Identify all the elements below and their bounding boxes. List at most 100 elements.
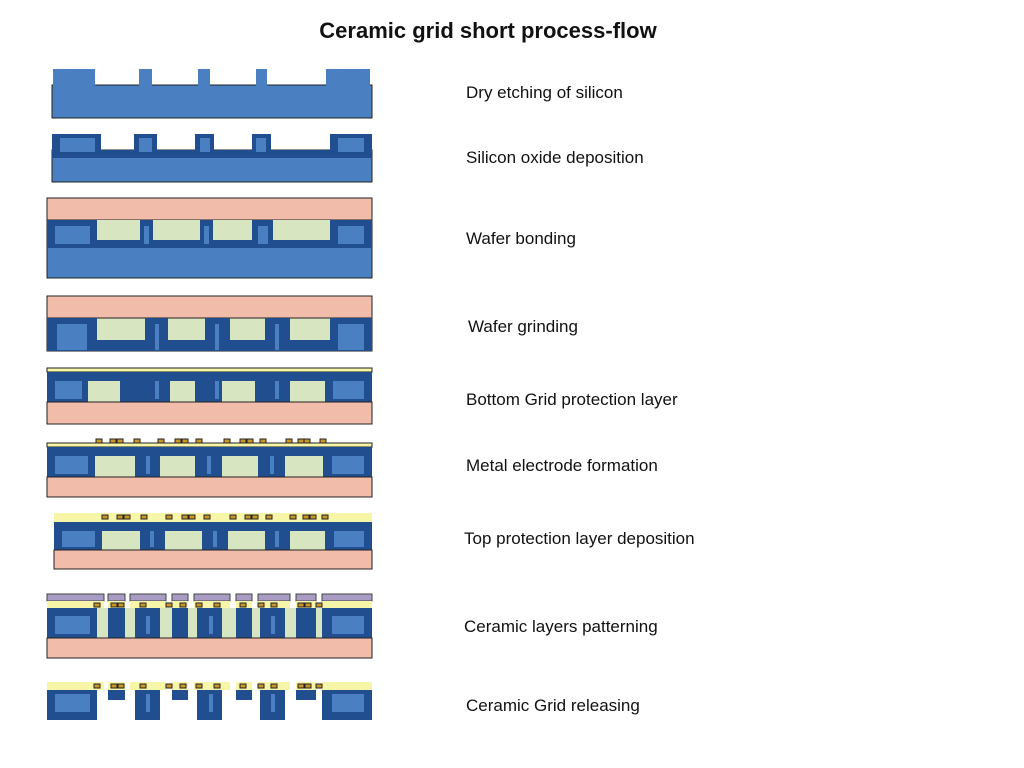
metal-electrode bbox=[179, 683, 187, 689]
silicon-core bbox=[271, 694, 275, 712]
metal-electrode bbox=[213, 602, 221, 608]
oxide-pillar bbox=[172, 608, 188, 638]
silicon-core bbox=[55, 381, 82, 399]
metal-electrode bbox=[319, 438, 327, 444]
protection-layer bbox=[194, 682, 230, 690]
metal-electrode bbox=[246, 438, 254, 444]
metal-electrode bbox=[251, 514, 259, 520]
metal-electrode bbox=[95, 438, 103, 444]
step-label-dry-etching: Dry etching of silicon bbox=[466, 83, 623, 102]
metal-electrode bbox=[302, 514, 310, 520]
metal-electrode bbox=[297, 683, 305, 689]
metal-electrode bbox=[297, 438, 305, 444]
top-protection-layer bbox=[54, 513, 372, 522]
ceramic-layer bbox=[235, 593, 253, 602]
protection-layer bbox=[194, 601, 230, 608]
metal-electrode bbox=[110, 602, 118, 608]
silicon-pillar bbox=[256, 69, 267, 86]
silicon-core bbox=[150, 531, 154, 547]
ceramic-layer bbox=[193, 593, 231, 602]
silicon-core bbox=[333, 381, 364, 399]
step-label-ceramic-patterning: Ceramic layers patterning bbox=[464, 617, 658, 636]
silicon-core bbox=[155, 324, 159, 350]
silicon-core bbox=[334, 531, 364, 547]
silicon-core bbox=[200, 138, 210, 152]
metal-electrode bbox=[265, 514, 273, 520]
metal-electrode bbox=[223, 438, 231, 444]
ceramic-layer bbox=[171, 593, 189, 602]
silicon-wafer bbox=[51, 84, 373, 119]
metal-electrode bbox=[174, 438, 182, 444]
silicon-pillar bbox=[53, 69, 95, 86]
metal-electrode bbox=[244, 514, 252, 520]
metal-electrode bbox=[133, 438, 141, 444]
step-label-bottom-protection: Bottom Grid protection layer bbox=[466, 390, 678, 409]
step-2-cross-section bbox=[51, 134, 373, 183]
metal-electrode bbox=[101, 514, 109, 520]
silicon-core bbox=[338, 226, 364, 244]
silicon-core bbox=[338, 324, 364, 350]
carrier-wafer bbox=[46, 295, 373, 319]
metal-electrode bbox=[239, 683, 247, 689]
metal-electrode bbox=[195, 683, 203, 689]
silicon-pillar bbox=[139, 69, 152, 86]
oxide-band bbox=[47, 240, 372, 248]
carrier-wafer bbox=[46, 401, 373, 425]
oxide-layer bbox=[52, 150, 372, 158]
metal-electrode bbox=[116, 514, 124, 520]
metal-electrode bbox=[303, 438, 311, 444]
silicon-core bbox=[57, 324, 87, 350]
metal-electrode bbox=[304, 683, 312, 689]
silicon-core bbox=[332, 456, 364, 474]
metal-electrode bbox=[165, 514, 173, 520]
silicon-core bbox=[146, 456, 150, 474]
metal-electrode bbox=[239, 602, 247, 608]
oxide-pillar bbox=[255, 372, 290, 402]
metal-electrode bbox=[93, 683, 101, 689]
ceramic-layer bbox=[321, 593, 373, 602]
oxide-pillar bbox=[236, 608, 252, 638]
silicon-core bbox=[256, 138, 266, 152]
metal-electrode bbox=[165, 683, 173, 689]
carrier-wafer bbox=[46, 476, 373, 498]
metal-electrode bbox=[203, 514, 211, 520]
silicon-core bbox=[258, 226, 268, 244]
silicon-core bbox=[215, 381, 219, 399]
oxide-layer bbox=[236, 690, 252, 700]
step-8-cross-section bbox=[46, 593, 373, 659]
metal-electrode bbox=[179, 602, 187, 608]
silicon-core bbox=[62, 531, 95, 547]
metal-electrode bbox=[157, 438, 165, 444]
metal-electrode bbox=[239, 438, 247, 444]
silicon-core bbox=[332, 616, 364, 634]
metal-electrode bbox=[117, 602, 125, 608]
metal-electrode bbox=[181, 514, 189, 520]
metal-electrode bbox=[315, 602, 323, 608]
metal-electrode bbox=[195, 438, 203, 444]
metal-electrode bbox=[304, 602, 312, 608]
metal-electrode bbox=[110, 683, 118, 689]
silicon-pillar bbox=[326, 69, 370, 86]
protection-layer bbox=[322, 601, 372, 608]
silicon-core bbox=[55, 616, 90, 634]
step-1-cross-section bbox=[51, 69, 373, 119]
silicon-core bbox=[275, 324, 279, 350]
silicon-pillar bbox=[198, 69, 210, 86]
metal-electrode bbox=[117, 683, 125, 689]
ceramic-layer bbox=[129, 593, 167, 602]
metal-electrode bbox=[139, 602, 147, 608]
oxide-layer bbox=[296, 690, 316, 700]
metal-electrode bbox=[139, 683, 147, 689]
step-3-cross-section bbox=[46, 197, 373, 279]
protection-layer bbox=[130, 682, 166, 690]
metal-electrode bbox=[321, 514, 329, 520]
step-7-cross-section bbox=[53, 513, 373, 570]
carrier-wafer bbox=[46, 637, 373, 659]
silicon-core bbox=[215, 324, 219, 350]
silicon-core bbox=[146, 694, 150, 712]
protection-layer bbox=[46, 442, 373, 448]
metal-electrode bbox=[315, 683, 323, 689]
silicon-core bbox=[209, 616, 213, 634]
metal-electrode bbox=[213, 683, 221, 689]
silicon-core bbox=[204, 226, 209, 244]
